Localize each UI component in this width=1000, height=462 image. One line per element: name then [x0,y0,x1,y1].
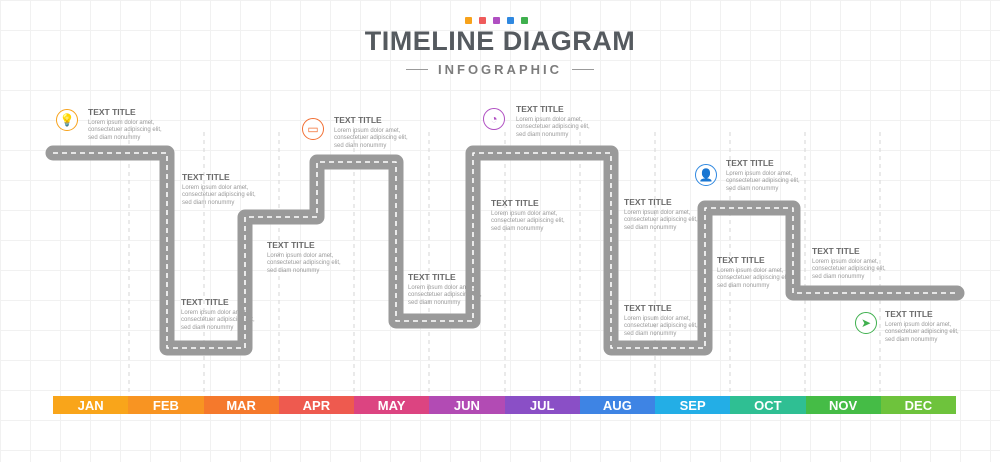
header-color-dots [465,17,528,24]
timeline-item: TEXT TITLE Lorem ipsum dolor amet, conse… [334,115,424,150]
timeline-item: TEXT TITLE Lorem ipsum dolor amet, conse… [408,272,498,307]
timeline-item: TEXT TITLE Lorem ipsum dolor amet, conse… [182,172,272,207]
month-feb: FEB [128,396,204,414]
color-dot [507,17,514,24]
month-guides [128,132,881,395]
color-dot [493,17,500,24]
item-body: Lorem ipsum dolor amet, consectetuer adi… [334,128,408,149]
timeline-item: TEXT TITLE Lorem ipsum dolor amet, conse… [885,309,975,344]
item-title: TEXT TITLE [408,272,456,282]
timeline-item: TEXT TITLE Lorem ipsum dolor amet, conse… [812,246,902,281]
item-title: TEXT TITLE [182,172,230,182]
item-body: Lorem ipsum dolor amet, consectetuer adi… [182,185,256,206]
item-title: TEXT TITLE [267,240,315,250]
item-body: Lorem ipsum dolor amet, consectetuer adi… [624,210,698,231]
month-nov: NOV [805,396,881,414]
timeline-item: TEXT TITLE Lorem ipsum dolor amet, conse… [88,107,178,142]
item-body: Lorem ipsum dolor amet, consectetuer adi… [267,253,341,274]
laptop-icon: ▭ [302,118,324,140]
month-aug: AUG [579,396,655,414]
item-title: TEXT TITLE [491,198,539,208]
timeline-item: TEXT TITLE Lorem ipsum dolor amet, conse… [624,197,714,232]
item-title: TEXT TITLE [624,303,672,313]
user-icon: 👤 [695,164,717,186]
color-dot [465,17,472,24]
item-body: Lorem ipsum dolor amet, consectetuer adi… [726,171,800,192]
month-jan: JAN [53,396,129,414]
item-title: TEXT TITLE [88,107,136,117]
item-body: Lorem ipsum dolor amet, consectetuer adi… [812,259,886,280]
item-body: Lorem ipsum dolor amet, consectetuer adi… [491,211,565,232]
timeline-item: TEXT TITLE Lorem ipsum dolor amet, conse… [491,198,581,233]
month-sep: SEP [655,396,731,414]
item-title: TEXT TITLE [812,246,860,256]
divider [572,68,594,71]
item-title: TEXT TITLE [181,297,229,307]
timeline-item: TEXT TITLE Lorem ipsum dolor amet, conse… [181,297,271,332]
divider [406,68,428,71]
page-title: TIMELINE DIAGRAM [364,26,636,56]
color-dot [479,17,486,24]
page-subtitle: INFOGRAPHIC [438,62,562,77]
month-dec: DEC [880,396,956,414]
timeline-item: TEXT TITLE Lorem ipsum dolor amet, conse… [717,255,807,290]
month-apr: APR [278,396,354,414]
item-title: TEXT TITLE [516,104,564,114]
road-lane-marking [53,152,957,349]
month-mar: MAR [203,396,279,414]
month-jun: JUN [429,396,505,414]
item-body: Lorem ipsum dolor amet, consectetuer adi… [408,285,482,306]
timeline-item: TEXT TITLE Lorem ipsum dolor amet, conse… [267,240,357,275]
item-body: Lorem ipsum dolor amet, consectetuer adi… [516,117,590,138]
item-body: Lorem ipsum dolor amet, consectetuer adi… [624,316,698,337]
timeline-item: TEXT TITLE Lorem ipsum dolor amet, conse… [516,104,606,139]
paper-plane-icon: ➤ [855,312,877,334]
item-title: TEXT TITLE [726,158,774,168]
month-oct: OCT [730,396,806,414]
item-body: Lorem ipsum dolor amet, consectetuer adi… [181,310,255,331]
item-title: TEXT TITLE [717,255,765,265]
month-bar: JAN FEB MAR APR MAY JUN JUL AUG SEP OCT … [53,396,956,414]
month-jul: JUL [504,396,580,414]
subtitle-row: INFOGRAPHIC [0,62,1000,77]
item-body: Lorem ipsum dolor amet, consectetuer adi… [717,268,791,289]
color-dot [521,17,528,24]
timeline-item: TEXT TITLE Lorem ipsum dolor amet, conse… [624,303,714,338]
lightbulb-icon: 💡 [56,109,78,131]
item-body: Lorem ipsum dolor amet, consectetuer adi… [885,322,959,343]
item-title: TEXT TITLE [334,115,382,125]
timeline-item: TEXT TITLE Lorem ipsum dolor amet, conse… [726,158,816,193]
item-body: Lorem ipsum dolor amet, consectetuer adi… [88,120,162,141]
month-may: MAY [354,396,430,414]
item-title: TEXT TITLE [885,309,933,319]
item-title: TEXT TITLE [624,197,672,207]
pie-chart-icon: ◔ [483,108,505,130]
